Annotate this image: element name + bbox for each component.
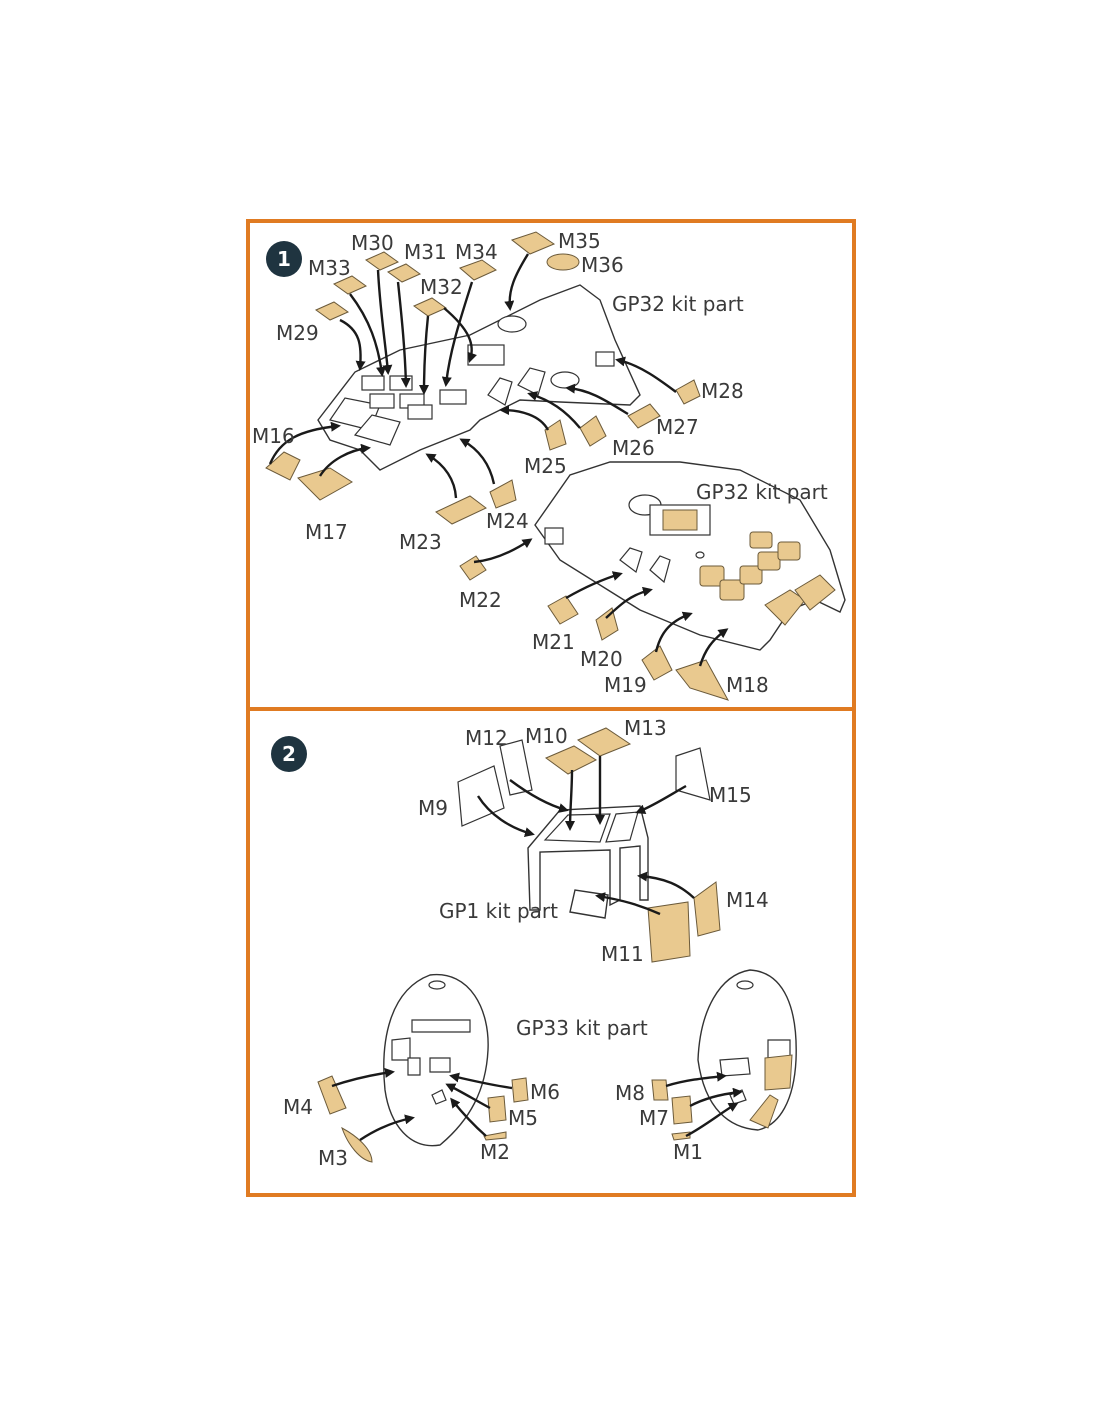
label-m18: M18	[726, 673, 769, 697]
label-m7: M7	[639, 1106, 669, 1130]
step-1-arrows	[268, 253, 729, 667]
label-m5: M5	[508, 1106, 538, 1130]
label-m3: M3	[318, 1146, 348, 1170]
label-m8: M8	[615, 1081, 645, 1105]
label-m9: M9	[418, 796, 448, 820]
label-m20: M20	[580, 647, 623, 671]
label-m13: M13	[624, 716, 667, 740]
step-2-masks	[317, 727, 721, 1163]
label-m17: M17	[305, 520, 348, 544]
label-m1: M1	[673, 1140, 703, 1164]
label-m21: M21	[532, 630, 575, 654]
label-m26: M26	[612, 436, 655, 460]
step-2-badge: 2	[271, 736, 307, 772]
label-m28: M28	[701, 379, 744, 403]
kit-part-label-gp33: GP33 kit part	[516, 1016, 648, 1040]
gp32-upper-part	[317, 284, 641, 471]
gp33-right-part	[697, 969, 797, 1131]
label-m15: M15	[709, 783, 752, 807]
label-m25: M25	[524, 454, 567, 478]
step-2-arrows	[331, 755, 743, 1141]
step-1-badge: 1	[266, 241, 302, 277]
label-m27: M27	[656, 415, 699, 439]
label-m22: M22	[459, 588, 502, 612]
kit-part-label-gp1: GP1 kit part	[439, 899, 558, 923]
label-m11: M11	[601, 942, 644, 966]
step-1-masks	[265, 231, 730, 701]
kit-part-label-lower: GP32 kit part	[696, 480, 828, 504]
label-m36: M36	[581, 253, 624, 277]
label-m31: M31	[404, 240, 447, 264]
label-m32: M32	[420, 275, 463, 299]
label-m2: M2	[480, 1140, 510, 1164]
gp33-left-part	[383, 973, 489, 1147]
label-m12: M12	[465, 726, 508, 750]
label-m29: M29	[276, 321, 319, 345]
step-2-labels: M12 M10 M13 M9 M15 M14 M11 M4 M6 M5 M2 M…	[283, 716, 769, 1170]
label-m10: M10	[525, 724, 568, 748]
label-m34: M34	[455, 240, 498, 264]
label-m30: M30	[351, 231, 394, 255]
label-m23: M23	[399, 530, 442, 554]
label-m33: M33	[308, 256, 351, 280]
label-m16: M16	[252, 424, 295, 448]
label-m35: M35	[558, 229, 601, 253]
label-m6: M6	[530, 1080, 560, 1104]
label-m19: M19	[604, 673, 647, 697]
gp32-lower-part	[534, 461, 846, 651]
label-m14: M14	[726, 888, 769, 912]
label-m24: M24	[486, 509, 529, 533]
label-m4: M4	[283, 1095, 313, 1119]
kit-part-label-upper: GP32 kit part	[612, 292, 744, 316]
step-1-labels: M30 M31 M34 M35 M36 M33 M32 M29 M28 M27 …	[252, 229, 828, 697]
